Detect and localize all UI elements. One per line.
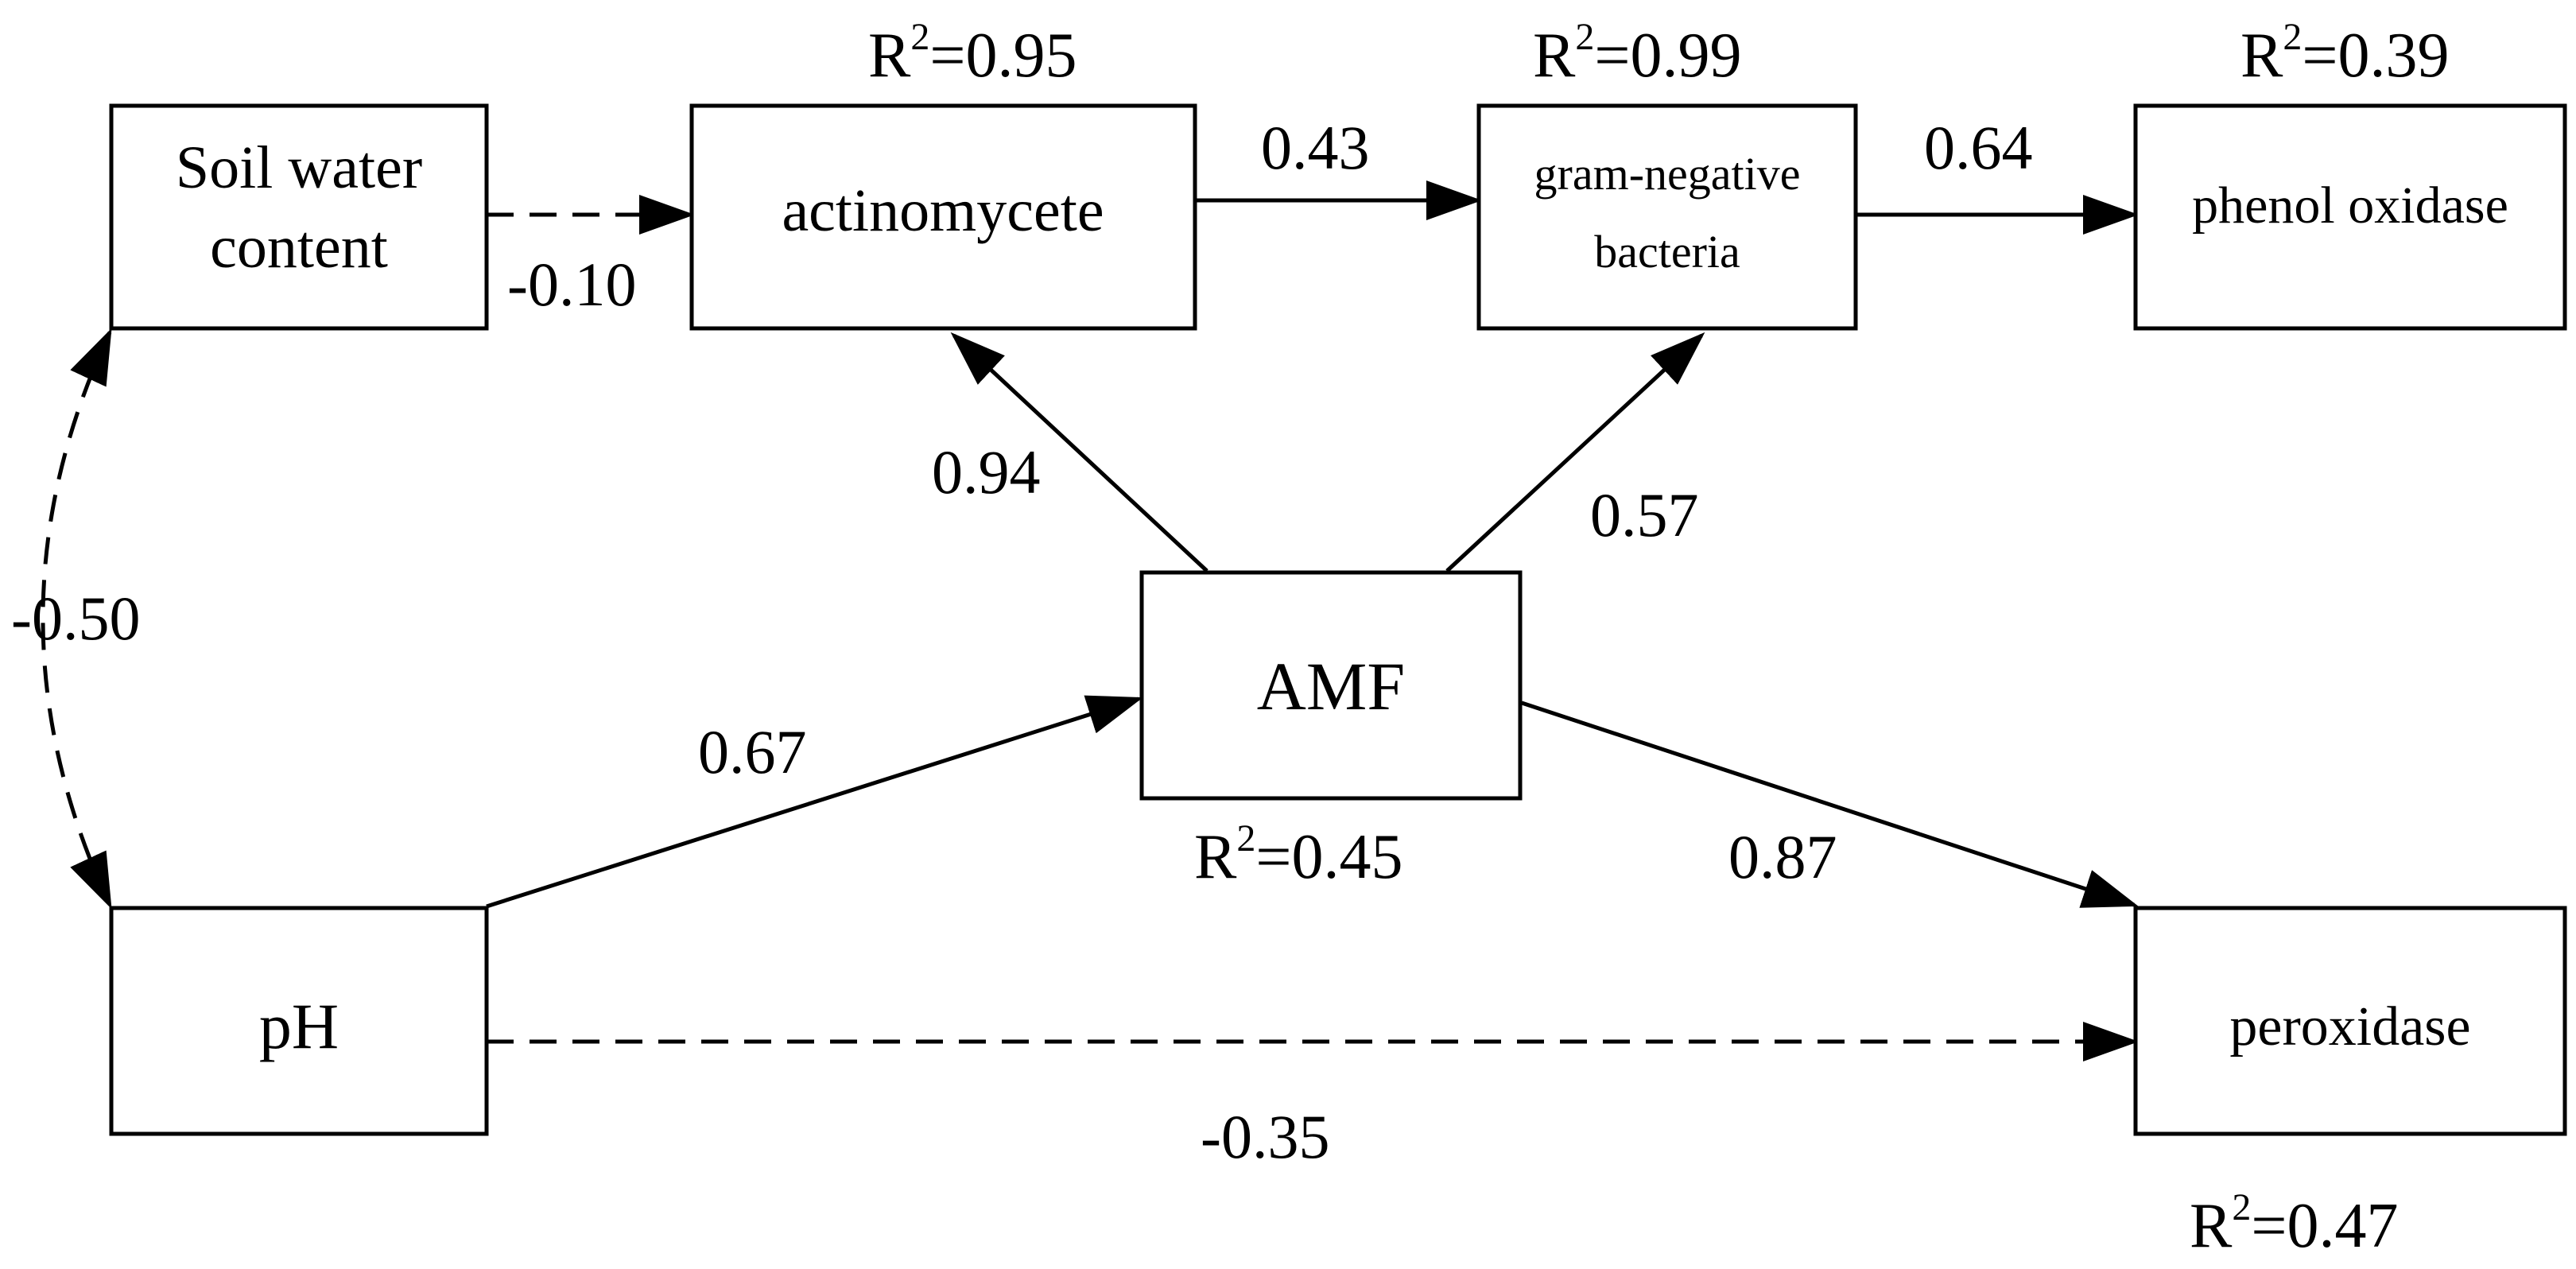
coef-amf-to-gram-negative: 0.57 xyxy=(1590,480,1699,549)
path-amf-to-actinomycete xyxy=(950,332,1208,572)
node-ph: pH xyxy=(109,906,489,1136)
node-actinomycete: actinomycete xyxy=(689,103,1197,331)
node-amf: AMF xyxy=(1139,570,1523,801)
path-amf-to-peroxidase xyxy=(1521,700,2139,908)
r2-phenol-oxidase: R2=0.39 xyxy=(2240,16,2449,91)
r2-peroxidase: R2=0.47 xyxy=(2190,1186,2398,1261)
r2-amf: R2=0.45 xyxy=(1194,817,1402,892)
coef-actinomycete-to-gram-negative: 0.43 xyxy=(1261,113,1370,182)
node-label: pH xyxy=(259,990,339,1062)
path-ph-to-amf xyxy=(486,695,1143,909)
coef-ph-to-peroxidase: -0.35 xyxy=(1201,1102,1329,1171)
node-label: Soil water xyxy=(176,134,422,201)
coef-gram-negative-to-phenol-oxidase: 0.64 xyxy=(1924,113,2033,182)
node-label: AMF xyxy=(1257,648,1405,724)
node-peroxidase: peroxidase xyxy=(2133,906,2567,1136)
node-soil-water-content: Soil water content xyxy=(109,103,489,331)
r2-actinomycete: R2=0.95 xyxy=(868,16,1077,91)
node-label: actinomycete xyxy=(782,177,1104,244)
coef-amf-to-peroxidase: 0.87 xyxy=(1728,822,1837,891)
node-label: content xyxy=(210,214,388,281)
node-label: bacteria xyxy=(1594,226,1740,277)
coef-ph-to-amf: 0.67 xyxy=(698,717,807,786)
coef-amf-to-actinomycete: 0.94 xyxy=(932,437,1041,506)
node-phenol-oxidase: phenol oxidase xyxy=(2133,103,2567,331)
node-label: peroxidase xyxy=(2229,996,2470,1058)
node-gram-negative-bacteria: gram-negative bacteria xyxy=(1476,103,1858,331)
r2-gram-negative-bacteria: R2=0.99 xyxy=(1533,16,1741,91)
coef-ph-swc-correlation: -0.50 xyxy=(11,584,140,653)
node-label: gram-negative xyxy=(1534,148,1801,200)
coef-swc-to-actinomycete: -0.10 xyxy=(507,250,636,319)
path-ph-swc-correlation xyxy=(41,328,112,910)
path-amf-to-gram-negative xyxy=(1445,332,1705,572)
node-label: phenol oxidase xyxy=(2192,177,2508,235)
